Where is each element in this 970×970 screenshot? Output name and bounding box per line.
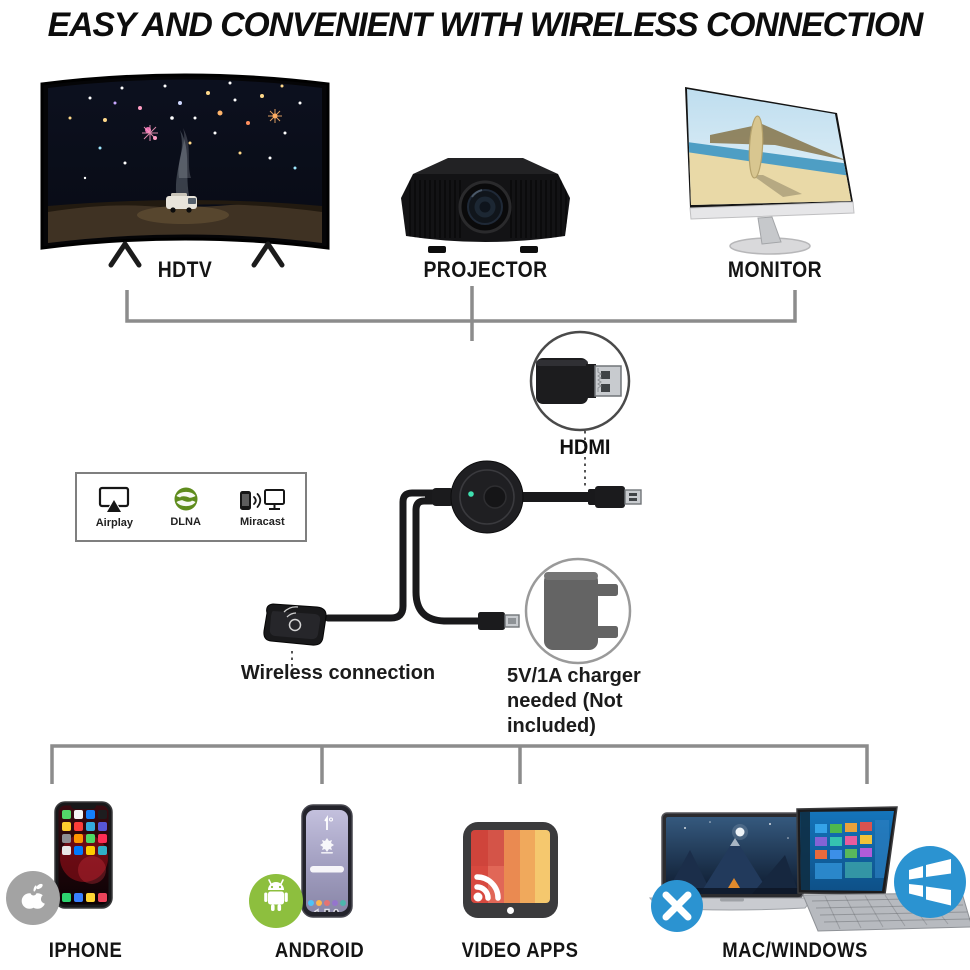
apple-logo-icon <box>21 883 51 909</box>
page-title: EASY AND CONVENIENT WITH WIRELESS CONNEC… <box>47 6 924 44</box>
feature-dlna: DLNA <box>170 486 201 528</box>
status-led <box>468 491 474 497</box>
hdmi-plug-icon <box>536 358 622 404</box>
airplay-label: Airplay <box>95 517 133 529</box>
tv-van <box>166 193 197 213</box>
windows-laptop <box>796 806 970 932</box>
surfboard <box>748 115 764 179</box>
miracast-label: Miracast <box>239 516 285 528</box>
features-box: Airplay DLNA Miracast <box>75 472 307 542</box>
wireless-connection-label: Wireless connection <box>240 662 436 684</box>
macwindows-label: MAC/WINDOWS <box>722 939 868 962</box>
tv-fireworks <box>68 81 302 180</box>
videoapps-screen <box>471 830 550 903</box>
windows-tiles <box>815 820 889 879</box>
home-button-dot <box>507 907 514 914</box>
usb-plug <box>478 612 520 630</box>
charger-note-line2: needed (Not <box>507 689 623 712</box>
osx-badge <box>651 880 703 932</box>
macwindows-illustration <box>648 806 970 932</box>
android-badge <box>249 874 303 928</box>
hdtv-label: HDTV <box>157 257 213 282</box>
feature-miracast: Miracast <box>238 486 286 528</box>
wifi-receiver <box>263 603 327 677</box>
android-illustration <box>249 804 353 928</box>
android-dock <box>308 900 346 906</box>
wifi-logo-icon <box>288 618 302 632</box>
videoapps-label: VIDEO APPS <box>461 939 579 962</box>
iphone-app-grid <box>62 810 107 902</box>
projector-lens <box>458 180 512 234</box>
charger-note-line1: 5V/1A charger <box>507 665 641 687</box>
charger-note-line3: included) <box>507 714 596 737</box>
monitor-illustration <box>685 87 855 255</box>
charger-note: 5V/1A charger needed (Not included) <box>507 664 677 738</box>
dongle-cables <box>324 489 482 625</box>
airplay-icon <box>99 486 130 513</box>
feature-airplay: Airplay <box>96 485 133 529</box>
apple-badge <box>6 871 60 925</box>
hdtv-illustration <box>40 73 330 268</box>
iphone-label: IPHONE <box>48 939 123 962</box>
hdmi-label: HDMI <box>559 436 611 459</box>
videoapps-illustration <box>463 822 558 918</box>
streaming-dongle <box>425 460 524 534</box>
hdmi-plug-end <box>588 486 642 508</box>
android-label: ANDROID <box>274 939 365 962</box>
cast-icon <box>473 874 501 902</box>
windows-badge <box>894 846 966 918</box>
monitor-label: MONITOR <box>727 257 823 282</box>
miracast-icon <box>240 489 286 510</box>
iphone-illustration <box>6 801 113 925</box>
windows-logo-icon <box>909 859 951 906</box>
bottom-connector-bracket <box>50 744 869 784</box>
charger-badge <box>524 557 632 665</box>
hdmi-cable <box>521 492 595 502</box>
hdmi-connector-badge <box>529 330 631 487</box>
projector-label: PROJECTOR <box>423 257 548 282</box>
projector-illustration <box>401 158 570 253</box>
osx-logo-icon <box>662 891 692 921</box>
dlna-label: DLNA <box>170 516 201 528</box>
top-connector-bracket <box>125 286 797 341</box>
charger-icon <box>544 572 618 650</box>
tv-stand <box>108 241 285 268</box>
android-robot-icon <box>264 879 288 911</box>
dlna-icon <box>174 487 198 511</box>
